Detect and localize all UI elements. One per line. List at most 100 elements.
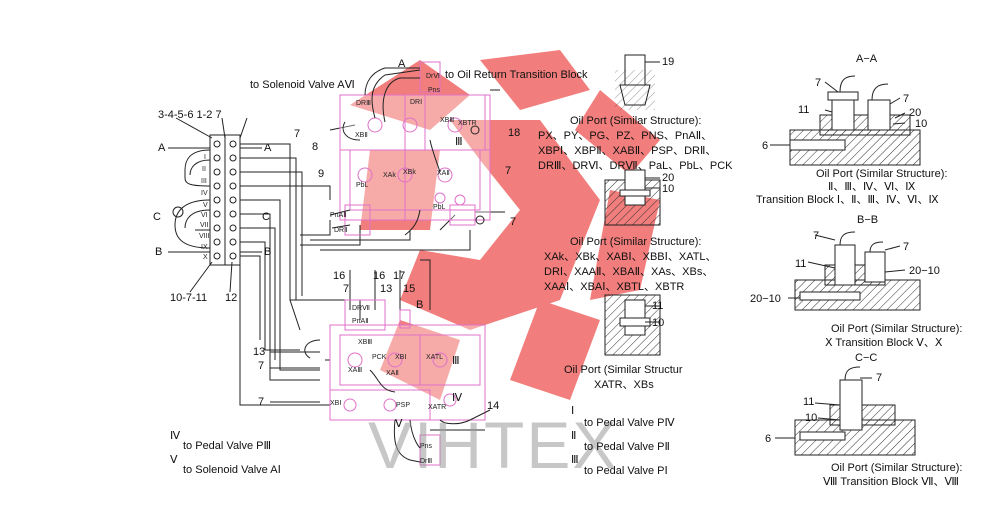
section-c-c-caption: Ⅷ Transition Block Ⅶ、Ⅷ	[823, 476, 960, 488]
label-to-oil-return: to Oil Return Transition Block	[445, 69, 588, 81]
lower-port-label: PCK	[372, 354, 387, 361]
section-b-b-number: 11	[795, 258, 807, 270]
upper-port-label: XBTR	[458, 120, 477, 127]
lower-port-label: XAⅡ	[386, 370, 399, 377]
legend-mid-text: to Pedal Valve PⅠ	[584, 465, 668, 477]
section-c-right-marker: C	[262, 211, 270, 223]
upper-section-iii-marker: Ⅲ	[455, 136, 463, 148]
section-c-c-number: 10	[805, 412, 818, 424]
oil-port-list-1-line: XBPⅠ、XBPⅡ、XABⅡ、PSP、DRⅡ、	[538, 145, 717, 157]
legend-iv-marker: Ⅳ	[170, 430, 181, 442]
section-a-a-drawing	[770, 75, 921, 166]
lower-port-label: XBⅠ	[330, 400, 342, 407]
legend-mid-marker: Ⅱ	[571, 430, 577, 442]
oil-port-list-1-line: PX、PY、PG、PZ、PNS、PnAⅡ、	[538, 130, 713, 142]
roman-port-label: I	[204, 154, 206, 161]
upper-port-label: XBk	[403, 169, 416, 176]
callout-number: 7	[510, 216, 517, 228]
lower-section-iv-marker: Ⅳ	[452, 392, 463, 404]
valve-block-bottom-numbers: 10-7-11	[170, 292, 208, 304]
legend-v-text: to Solenoid Valve AⅠ	[183, 464, 281, 476]
watermark-text: VIHTEX	[368, 408, 619, 482]
section-a-a-caption: Ⅱ、Ⅲ、Ⅳ、Ⅵ、Ⅸ	[828, 181, 916, 193]
label-to-solenoid-valve: to Solenoid Valve AⅥ	[250, 79, 355, 91]
section-a-a-number: 10	[915, 118, 928, 130]
callout-number: 14	[487, 400, 500, 412]
oil-port-list-2-line: XAAⅠ、XBAⅠ、XBTL、XBTR	[544, 281, 685, 293]
lower-port-label: DrⅢ	[420, 458, 433, 465]
callout-number: 7	[258, 396, 265, 408]
upper-valve-block	[339, 61, 491, 236]
upper-port-label: PbL	[356, 182, 369, 189]
legend-mid-marker: Ⅰ	[571, 405, 575, 417]
section-a-a-number: 7	[903, 93, 910, 105]
upper-port-label: PbL	[433, 204, 446, 211]
upper-port-label: DRⅠ	[410, 99, 423, 106]
upper-port-label: PnAⅡ	[330, 212, 347, 219]
lower-section-v-marker: Ⅴ	[395, 418, 403, 430]
roman-port-label: II	[202, 166, 206, 173]
oil-port-title-2: Oil Port (Similar Structure):	[570, 236, 702, 248]
roman-port-label: III	[201, 178, 207, 185]
section-b-b-number: 20−10	[909, 265, 940, 277]
oil-port-number-19: 19	[662, 56, 675, 68]
oil-port-detail-2	[604, 169, 661, 226]
section-a-a-number: 6	[762, 140, 769, 152]
valve-block-number-12: 12	[225, 292, 238, 304]
section-a-a-number: 11	[798, 104, 810, 116]
callout-number: 17	[393, 270, 406, 282]
lower-section-b-marker: B	[416, 299, 424, 311]
callout-number: 13	[253, 346, 266, 358]
section-c-c-caption: Oil Port (Similar Structure):	[831, 462, 963, 474]
upper-section-a-marker: A	[398, 58, 406, 70]
section-b-b-drawing	[788, 231, 921, 311]
callout-number: 7	[343, 283, 350, 295]
section-a-a-title: A−A	[856, 53, 878, 65]
section-c-c-title: C−C	[855, 352, 878, 364]
lower-port-label: PnAⅡ	[352, 318, 369, 325]
callout-number: 7	[294, 128, 301, 140]
section-b-left-marker: B	[155, 246, 163, 258]
lower-port-label: PSP	[396, 402, 411, 409]
oil-port-list-2-line: XAk、XBk、XABⅠ、XBBⅠ、XATL、	[544, 251, 717, 263]
oil-port-list-2-line: DRⅠ、XAAⅡ、XBAⅡ、XAs、XBs、	[544, 266, 714, 278]
section-b-b-title: B−B	[857, 214, 879, 226]
section-b-b-caption: Oil Port (Similar Structure):	[831, 323, 963, 335]
upper-port-label: Pns	[428, 87, 441, 94]
section-c-c-number: 7	[876, 372, 883, 384]
callout-number: 16	[373, 270, 386, 282]
legend-mid-text: to Pedal Valve PⅡ	[584, 441, 670, 453]
legend-mid-marker: Ⅲ	[571, 454, 579, 466]
callout-number: 9	[318, 168, 325, 180]
valve-block-top-numbers: 3-4-5-6 1-2 7	[158, 109, 222, 121]
callout-number: 8	[312, 141, 319, 153]
oil-port-detail-3	[604, 294, 661, 356]
lower-port-label: XAⅢ	[348, 367, 363, 374]
upper-block-fittings	[329, 67, 500, 236]
legend-iv-text: to Pedal Valve PⅢ	[183, 440, 272, 452]
callout-number: 7	[505, 165, 512, 177]
lower-section-iii-marker: Ⅲ	[452, 355, 460, 367]
lower-port-label: XATL	[426, 354, 443, 361]
roman-port-label: VI	[201, 212, 208, 219]
callout-number: 18	[508, 127, 521, 139]
section-c-c-drawing	[775, 366, 916, 456]
section-a-left-marker: A	[158, 142, 166, 154]
upper-port-label: DRⅢ	[356, 100, 371, 107]
section-c-c-number: 11	[803, 396, 815, 408]
callout-number: 16	[333, 270, 346, 282]
section-c-c-number: 6	[765, 433, 772, 445]
section-c-left-marker: C	[153, 211, 161, 223]
roman-port-label: IV	[201, 190, 208, 197]
lower-valve-block	[329, 299, 486, 466]
valve-block-left	[168, 117, 262, 293]
lower-block-fittings	[270, 339, 491, 463]
upper-port-label: XAk	[383, 172, 396, 179]
section-a-a-number: 7	[815, 77, 822, 89]
upper-port-label: XAⅡ	[437, 170, 450, 177]
section-b-b-number: 20−10	[750, 293, 781, 305]
oil-port-title-3: Oil Port (Similar Structur	[564, 364, 683, 376]
callout-number: 13	[380, 283, 393, 295]
oil-port-number-10: 10	[662, 183, 675, 195]
